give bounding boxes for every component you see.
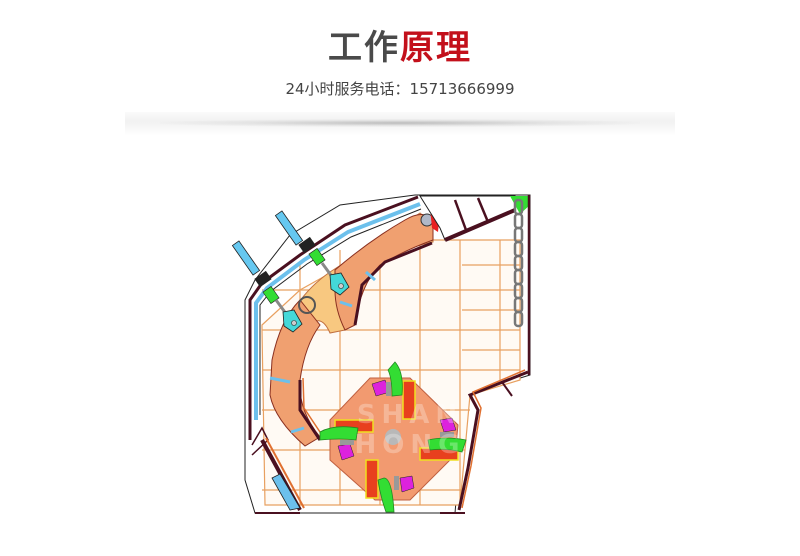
crusher-diagram [231, 194, 531, 514]
chain-curtain [513, 198, 524, 328]
divider-line [160, 119, 640, 127]
adjustment-rod-right [274, 210, 350, 296]
hammer-left [319, 426, 359, 461]
hammer-top [371, 361, 403, 397]
hammer-right [427, 417, 467, 453]
feed-chute [419, 195, 530, 242]
title-part-dark: 工作 [328, 28, 400, 68]
lower-left-liner [260, 437, 305, 511]
rotor [329, 377, 459, 501]
impact-plate-front [269, 299, 325, 447]
page-title: 工作原理 [0, 26, 800, 70]
right-lower-liner [255, 369, 529, 514]
title-part-red: 原理 [400, 28, 472, 68]
watermark: SHAN HONG [354, 400, 466, 460]
left-liner [248, 195, 422, 456]
hammer-bottom [377, 475, 415, 513]
adjustment-rod-left [231, 240, 303, 333]
service-hotline: 24小时服务电话：15713666999 [285, 80, 515, 98]
